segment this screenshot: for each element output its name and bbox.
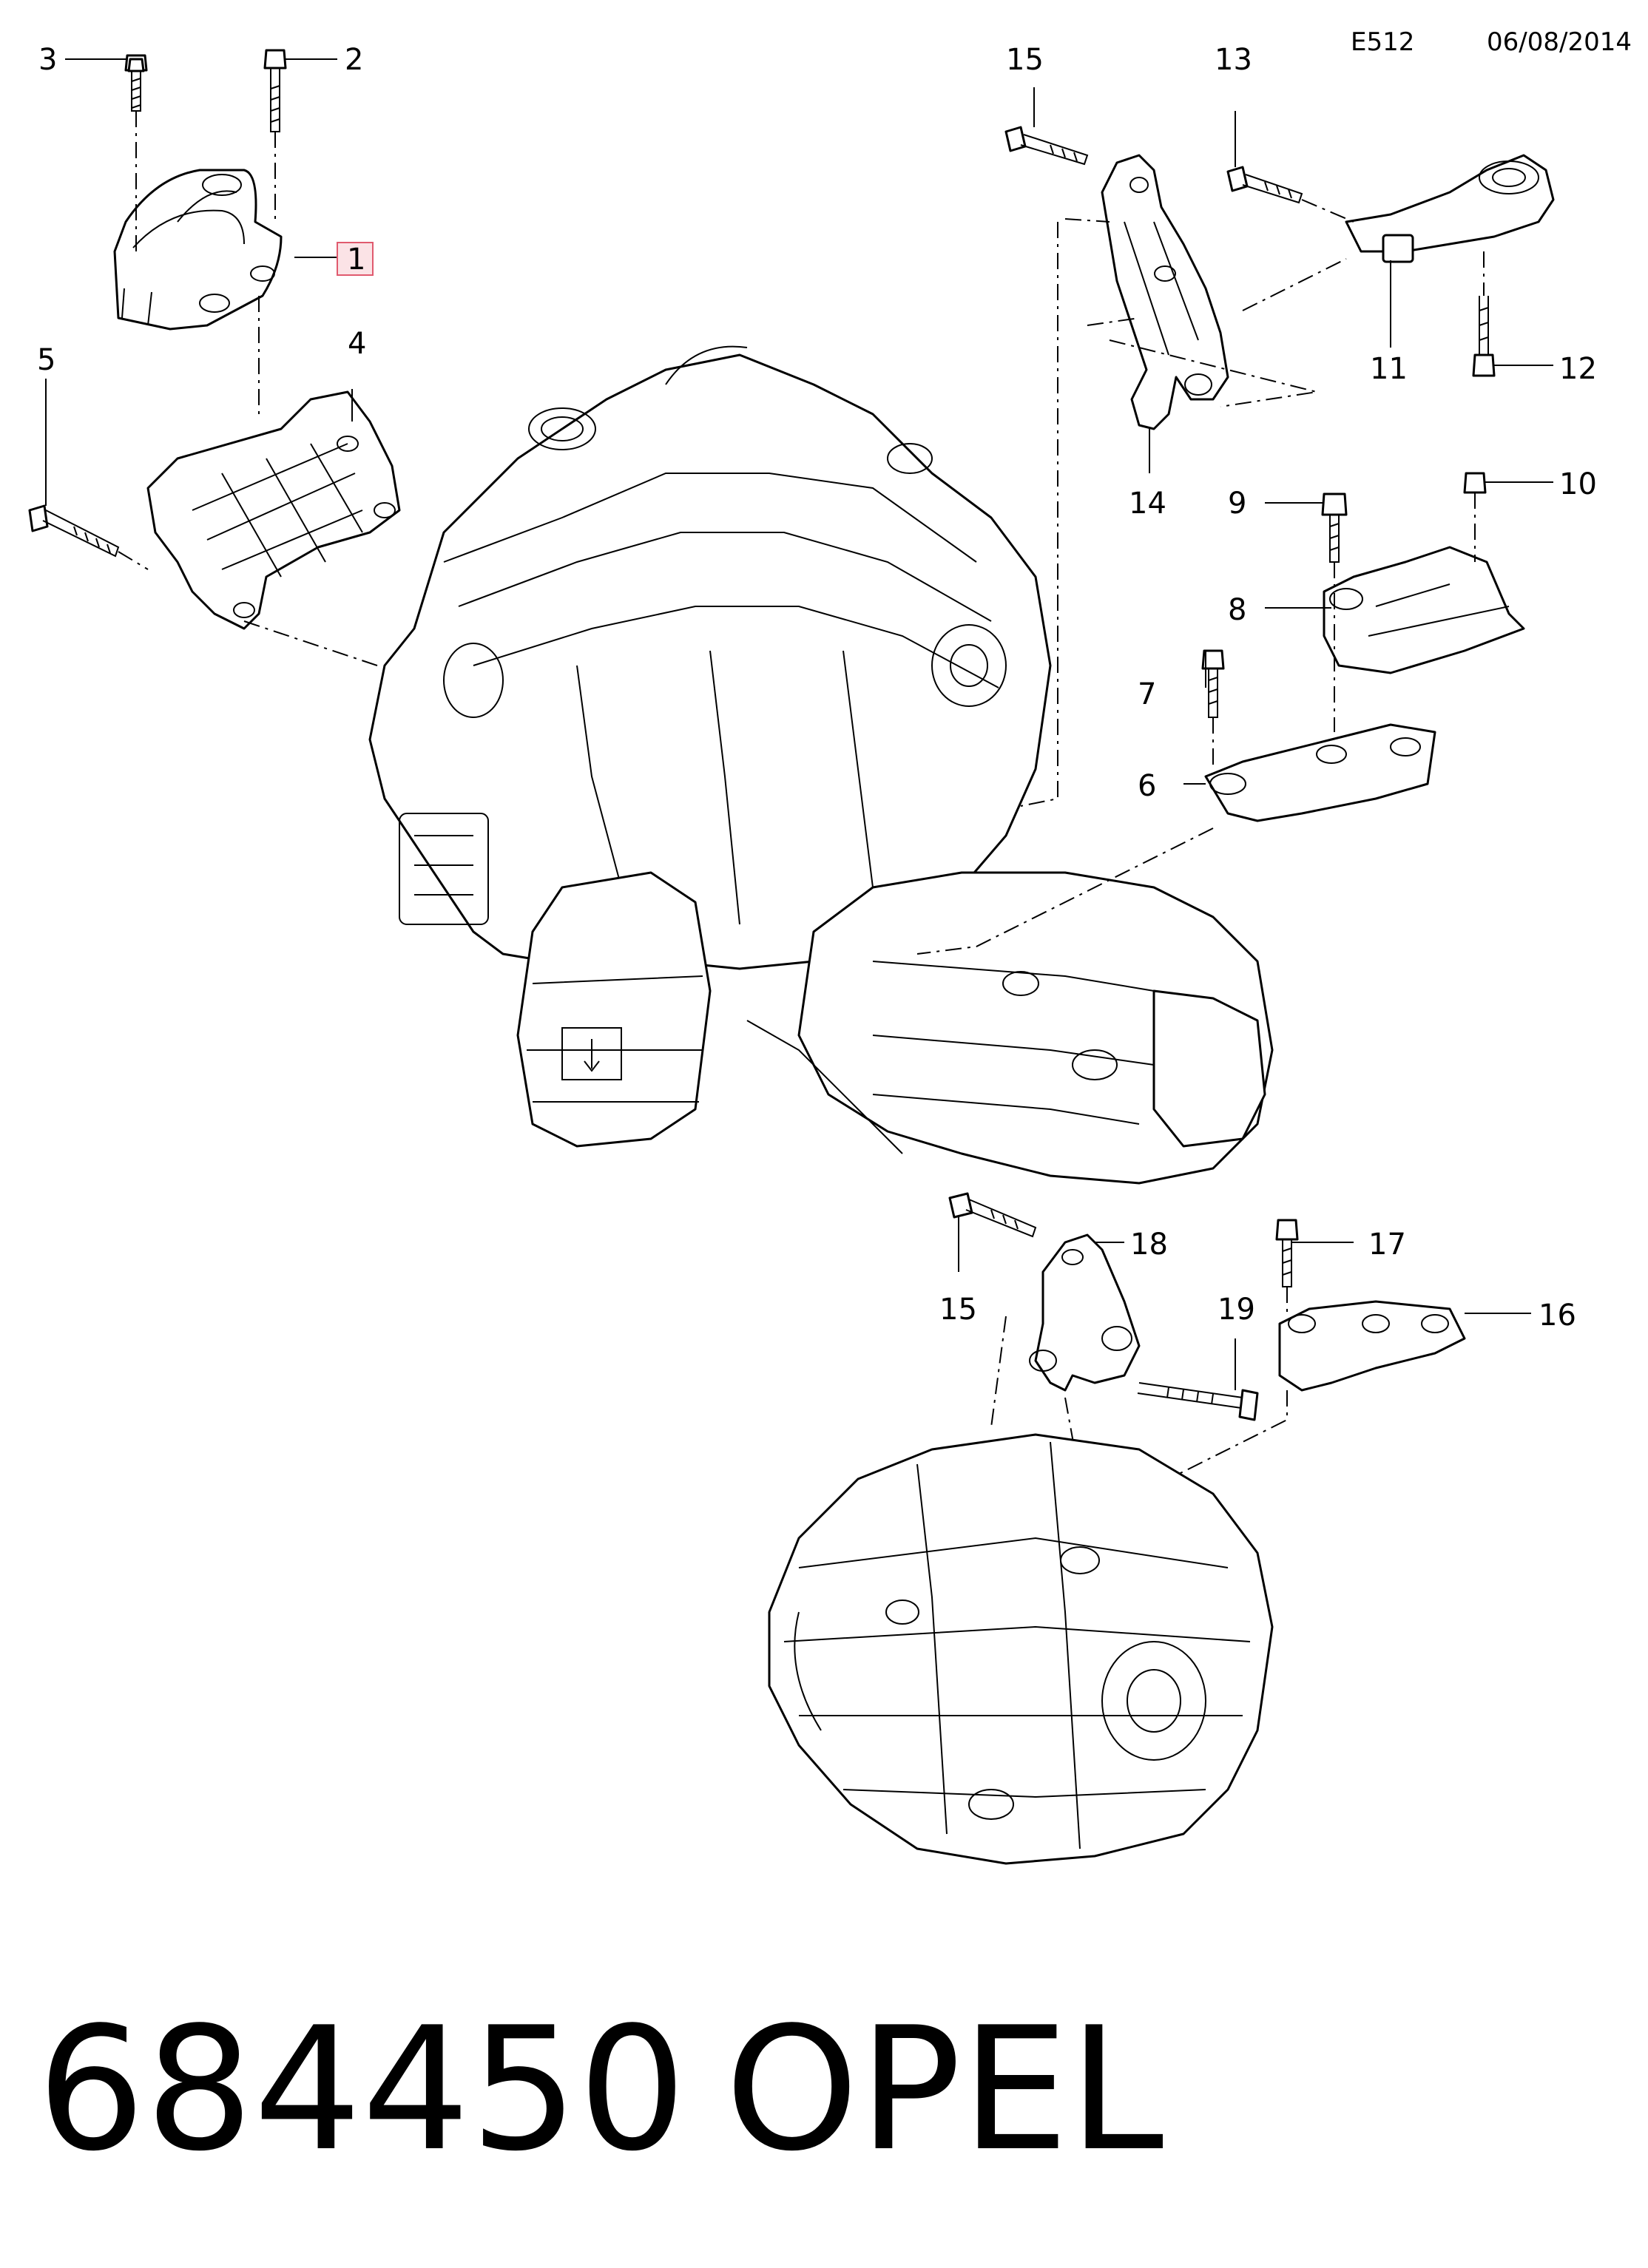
callout-18: 18 [1130,1228,1168,1262]
bolt-drawings-mid-right [1201,472,1487,718]
callout-12: 12 [1559,352,1597,386]
diagram-code: E512 [1351,27,1414,57]
callout-1-highlight-box [337,242,374,276]
bolt-drawings-lower [948,1192,1299,1421]
callout-15-lower: 15 [939,1293,977,1327]
upper-right-bracket-drawing [1101,154,1229,430]
part-6-bracket-drawing [1204,723,1436,822]
callout-3: 3 [38,43,57,77]
part-18-bracket-drawing [1029,1233,1141,1392]
torque-rod-drawing [1345,154,1555,263]
transmission-drawing [768,1433,1274,1865]
callout-2: 2 [345,43,363,77]
callout-19: 19 [1218,1293,1255,1327]
part-4-bracket-drawing [146,390,401,630]
callout-15-upper: 15 [1006,43,1044,77]
callout-14: 14 [1129,487,1166,521]
callout-4: 4 [348,327,366,361]
callout-7: 7 [1138,677,1156,711]
brand-name: OPEL [725,1991,1164,2189]
callout-17: 17 [1368,1228,1406,1262]
part-8-mount-drawing [1323,546,1525,674]
part-16-mount-drawing [1278,1300,1466,1392]
callout-9: 9 [1228,487,1246,521]
leader-lines [45,58,1553,1390]
callout-6: 6 [1138,769,1156,803]
bolt-drawings-right [1004,126,1496,377]
part-1-mount-drawing [113,169,283,331]
callout-11: 11 [1370,352,1408,386]
callout-8: 8 [1228,593,1246,627]
callout-16: 16 [1539,1299,1576,1333]
engine-drawing [368,345,1274,1185]
callout-10: 10 [1559,467,1597,501]
part-number: 684450 [37,1991,686,2189]
callout-13: 13 [1215,43,1252,77]
callout-5: 5 [37,343,55,377]
diagram-date: 06/08/2014 [1487,27,1632,57]
callout-1: 1 [347,243,365,277]
